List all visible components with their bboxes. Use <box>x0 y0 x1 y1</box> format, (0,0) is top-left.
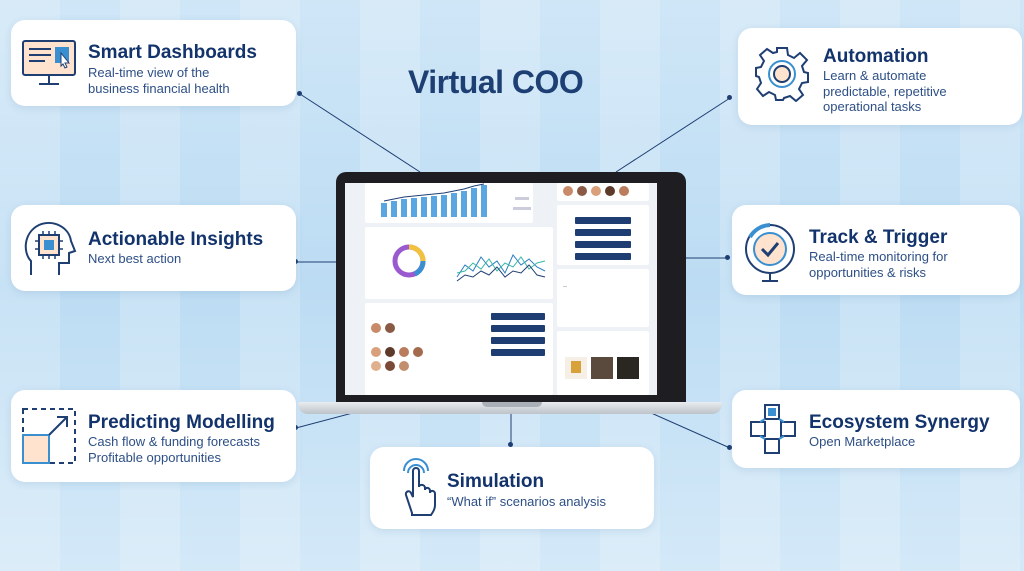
feature-desc: Real-time view of the business financial… <box>88 65 230 96</box>
mini-inventory-panel <box>365 227 553 299</box>
feature-desc: Open Marketplace <box>809 434 916 449</box>
mini-accounts-panel: — <box>557 269 649 327</box>
feature-desc: Next best action <box>88 251 182 266</box>
laptop-base <box>298 402 722 414</box>
mini-quick-actions-panel <box>557 205 649 265</box>
feature-desc: Learn & automate predictable, repetitive… <box>823 68 947 114</box>
connector-dot <box>725 255 730 260</box>
laptop-notch <box>482 402 542 407</box>
title-part-1: Virtual <box>408 64 504 100</box>
feature-title: Automation <box>823 46 929 67</box>
connector-dot <box>508 442 513 447</box>
network-cubes-icon <box>750 404 796 454</box>
monitor-icon <box>22 40 76 85</box>
feature-card-smart-dashboards: Smart Dashboards Real-time view of the b… <box>11 20 296 106</box>
feature-title: Smart Dashboards <box>88 42 257 63</box>
connector-dot <box>727 95 732 100</box>
mini-team-panel <box>557 183 649 201</box>
feature-card-actionable-insights: Actionable Insights Next best action <box>11 205 296 291</box>
feature-card-ecosystem-synergy: Ecosystem Synergy Open Marketplace <box>732 390 1020 468</box>
feature-card-track-trigger: Track & Trigger Real-time monitoring for… <box>732 205 1020 295</box>
title-part-2: COO <box>511 64 584 100</box>
feature-title: Actionable Insights <box>88 229 264 250</box>
mini-bar-chart-panel <box>365 183 533 223</box>
feature-title: Ecosystem Synergy <box>809 412 990 433</box>
target-check-icon <box>745 223 795 282</box>
feature-title: Simulation <box>447 471 545 492</box>
mini-team-stats-panel <box>365 303 553 395</box>
feature-card-predicting-modelling: Predicting Modelling Cash flow & funding… <box>11 390 296 482</box>
laptop-dashboard-illustration: — <box>345 183 657 395</box>
connector-dot <box>297 91 302 96</box>
mini-social-panel <box>557 331 649 395</box>
feature-title: Track & Trigger <box>809 227 948 248</box>
mini-donut-line-chart <box>392 244 546 282</box>
feature-desc: “What if” scenarios analysis <box>447 494 606 509</box>
page-title: Virtual COO <box>408 64 584 101</box>
feature-title: Predicting Modelling <box>88 412 275 433</box>
connector-dot <box>727 445 732 450</box>
feature-desc: Cash flow & funding forecasts Profitable… <box>88 434 260 465</box>
feature-card-automation: Automation Learn & automate predictable,… <box>738 28 1022 125</box>
feature-card-simulation: Simulation “What if” scenarios analysis <box>370 447 654 529</box>
mini-bar-chart <box>381 183 531 217</box>
expand-arrow-icon <box>22 408 76 464</box>
ai-head-icon <box>24 222 77 275</box>
feature-desc: Real-time monitoring for opportunities &… <box>809 249 948 280</box>
touch-hand-icon <box>403 458 436 516</box>
gear-icon <box>755 47 809 102</box>
